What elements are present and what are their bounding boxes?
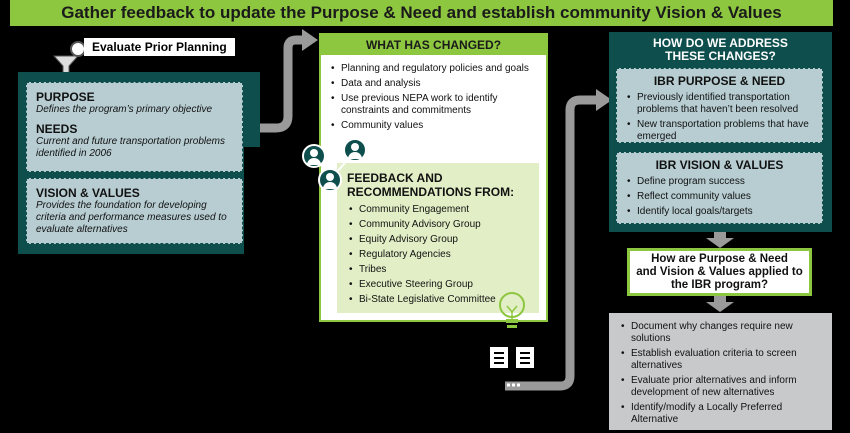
evaluate-label: Evaluate Prior Planning <box>84 38 235 56</box>
list-item: Previously identified transportation pro… <box>625 92 814 116</box>
list-item: Executive Steering Group <box>347 279 529 291</box>
list-item: Use previous NEPA work to identify const… <box>329 93 538 117</box>
list-item: Document why changes require new solutio… <box>619 321 822 345</box>
list-item: Community Advisory Group <box>347 219 529 231</box>
what-changed-list: Planning and regulatory policies and goa… <box>321 55 546 132</box>
what-changed-title: WHAT HAS CHANGED? <box>321 35 546 55</box>
vision-values-box: VISION & VALUES Provides the foundation … <box>26 178 243 244</box>
arrow-to-changed <box>244 35 304 133</box>
list-item: Community Engagement <box>347 204 529 216</box>
list-item: Tribes <box>347 264 529 276</box>
arrow-down-2 <box>706 302 734 312</box>
banner-title: Gather feedback to update the Purpose & … <box>10 0 833 26</box>
ibr-vision-values-list: Define program success Reflect community… <box>625 176 814 218</box>
needs-text: Current and future transportation proble… <box>36 136 225 159</box>
arrow-to-address <box>505 95 598 391</box>
list-item: Identify local goals/targets <box>625 206 814 218</box>
arrow-down-1 <box>706 238 734 248</box>
feedback-panel: FEEDBACK AND RECOMMENDATIONS FROM: Commu… <box>337 163 539 313</box>
ibr-purpose-need-title: IBR PURPOSE & NEED <box>653 74 786 88</box>
list-item: Community values <box>329 120 538 132</box>
funnel-magnifier-icon <box>52 41 86 75</box>
ibr-purpose-need-box: IBR PURPOSE & NEED Previously identified… <box>616 68 823 143</box>
document-icon <box>490 347 534 387</box>
outcomes-box: Document why changes require new solutio… <box>609 313 832 430</box>
person-icon <box>318 168 342 192</box>
what-changed-panel: WHAT HAS CHANGED? Planning and regulator… <box>319 33 548 322</box>
list-item: Reflect community values <box>625 191 814 203</box>
list-item: Planning and regulatory policies and goa… <box>329 63 538 75</box>
person-icon <box>343 138 367 162</box>
vision-values-text: Provides the foundation for developing c… <box>36 200 227 235</box>
list-item: Identify/modify a Locally Preferred Alte… <box>619 402 822 426</box>
feedback-list: Community Engagement Community Advisory … <box>347 204 529 306</box>
people-network-icon <box>302 144 326 168</box>
outcomes-list: Document why changes require new solutio… <box>619 321 822 426</box>
list-item: Regulatory Agencies <box>347 249 529 261</box>
needs-heading: NEEDS <box>36 122 78 136</box>
arrowhead-address <box>596 89 612 111</box>
list-item: Establish evaluation criteria to screen … <box>619 348 822 372</box>
ibr-purpose-need-list: Previously identified transportation pro… <box>625 92 814 143</box>
ibr-vision-values-title: IBR VISION & VALUES <box>655 158 784 172</box>
address-title-2: THESE CHANGES? <box>665 49 776 63</box>
applied-line-1: How are Purpose & Need <box>651 253 788 265</box>
purpose-text: Defines the program’s primary objective <box>36 104 213 115</box>
list-item: Bi-State Legislative Committee <box>347 294 529 306</box>
arrowhead-changed <box>302 29 318 51</box>
address-title-1: HOW DO WE ADDRESS <box>653 36 788 50</box>
purpose-needs-box: PURPOSE Defines the program’s primary ob… <box>26 82 243 172</box>
ibr-vision-values-box: IBR VISION & VALUES Define program succe… <box>616 152 823 224</box>
list-item: Equity Advisory Group <box>347 234 529 246</box>
lightbulb-icon <box>499 292 525 328</box>
applied-line-3: the IBR program? <box>670 279 769 291</box>
purpose-heading: PURPOSE <box>36 90 95 104</box>
applied-question-box: How are Purpose & Need and Vision & Valu… <box>627 248 812 296</box>
list-item: New transportation problems that have em… <box>625 119 814 143</box>
address-panel: HOW DO WE ADDRESS THESE CHANGES? IBR PUR… <box>609 32 832 232</box>
list-item: Evaluate prior alternatives and inform d… <box>619 375 822 399</box>
list-item: Define program success <box>625 176 814 188</box>
feedback-title-1: FEEDBACK AND <box>347 171 443 185</box>
vision-values-heading: VISION & VALUES <box>36 186 140 200</box>
feedback-title-2: RECOMMENDATIONS FROM: <box>347 185 515 199</box>
list-item: Data and analysis <box>329 78 538 90</box>
applied-line-2: and Vision & Values applied to <box>636 266 803 278</box>
